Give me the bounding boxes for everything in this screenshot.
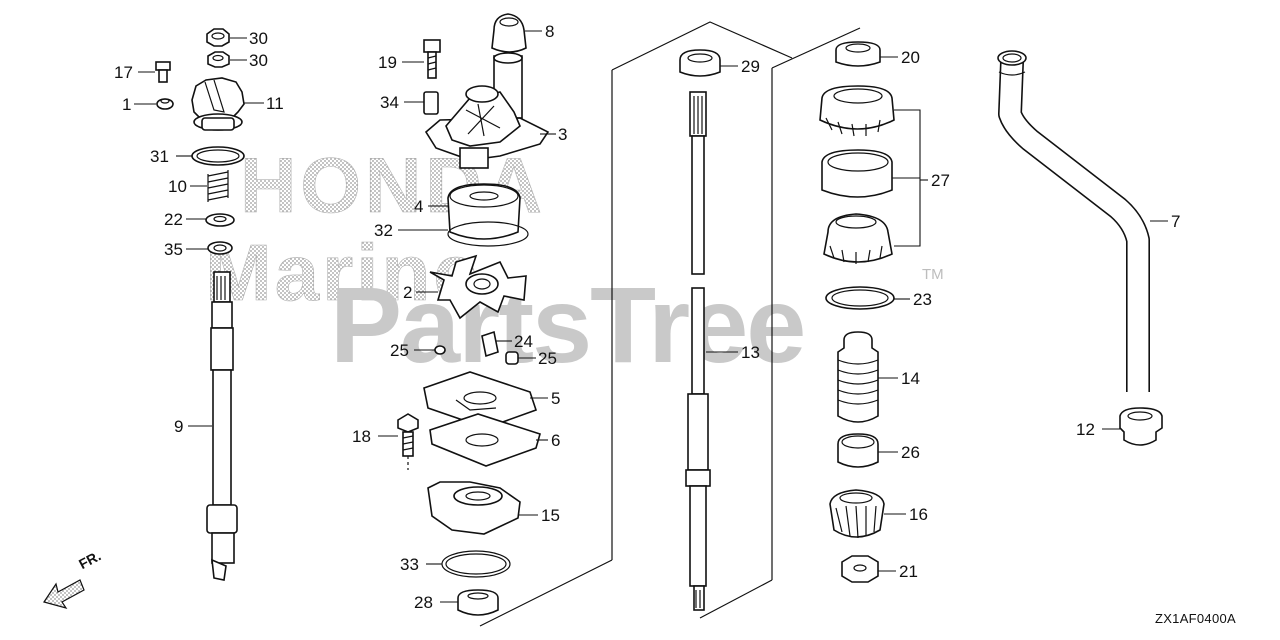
- part-19-bolt[interactable]: [423, 39, 441, 79]
- part-32-gasket[interactable]: [447, 221, 529, 247]
- callout-8[interactable]: 8: [545, 22, 554, 41]
- part-11-knob[interactable]: [191, 77, 245, 131]
- part-5-plate[interactable]: [423, 371, 538, 429]
- part-28-seal[interactable]: [457, 589, 499, 616]
- part-17-bolt[interactable]: [155, 61, 171, 83]
- part-21-nut[interactable]: [841, 555, 879, 583]
- callout-5[interactable]: 5: [551, 389, 560, 408]
- callout-11[interactable]: 11: [266, 94, 284, 113]
- callout-14[interactable]: 14: [901, 369, 920, 388]
- part-1-washer[interactable]: [156, 98, 174, 110]
- part-10-spring[interactable]: [207, 170, 229, 202]
- callout-12[interactable]: 12: [1076, 420, 1095, 439]
- part-7-tube[interactable]: [997, 50, 1150, 392]
- callout-10[interactable]: 10: [168, 177, 187, 196]
- callout-labels: 30 30 17 1 11 31 10 22 35 9 19 8 34 3 4 …: [114, 22, 1180, 612]
- callout-32[interactable]: 32: [374, 221, 393, 240]
- callout-25-right[interactable]: 25: [538, 349, 557, 368]
- callout-34[interactable]: 34: [380, 93, 399, 112]
- part-34-sleeve[interactable]: [423, 91, 439, 115]
- part-35-clip[interactable]: [207, 241, 233, 255]
- callout-4[interactable]: 4: [414, 197, 423, 216]
- part-15-base[interactable]: [427, 481, 521, 535]
- part-27-bearing-top[interactable]: [819, 85, 895, 137]
- part-30-nut-bottom[interactable]: [207, 51, 230, 68]
- part-30-nut-top[interactable]: [206, 28, 230, 47]
- part-3-pump-housing[interactable]: [424, 85, 550, 169]
- callout-7[interactable]: 7: [1171, 212, 1180, 231]
- watermark-partstree: PartsTree: [330, 264, 804, 385]
- callout-31[interactable]: 31: [150, 147, 169, 166]
- diagram-code: ZX1AF0400A: [1154, 611, 1236, 626]
- callout-19[interactable]: 19: [378, 53, 397, 72]
- part-2-impeller[interactable]: [429, 254, 527, 320]
- callout-30-bottom[interactable]: 30: [249, 51, 268, 70]
- watermark: HONDA Marine PartsTree: [205, 141, 807, 385]
- callout-28[interactable]: 28: [414, 593, 433, 612]
- callout-21[interactable]: 21: [899, 562, 918, 581]
- callout-20[interactable]: 20: [901, 48, 920, 67]
- callout-30-top[interactable]: 30: [249, 29, 268, 48]
- callout-1[interactable]: 1: [122, 95, 131, 114]
- part-24-key[interactable]: [481, 330, 499, 358]
- callout-15[interactable]: 15: [541, 506, 560, 525]
- callout-6[interactable]: 6: [551, 431, 560, 450]
- part-27-race[interactable]: [821, 149, 893, 198]
- callout-23[interactable]: 23: [913, 290, 932, 309]
- part-6-gasket[interactable]: [429, 413, 541, 467]
- front-arrow-icon: [43, 579, 85, 610]
- part-9-shaft[interactable]: [206, 271, 238, 581]
- trademark-mark: TM: [922, 266, 944, 283]
- part-8-grommet[interactable]: [491, 13, 527, 53]
- part-23-ring[interactable]: [825, 286, 895, 310]
- callout-9[interactable]: 9: [174, 417, 183, 436]
- callout-3[interactable]: 3: [558, 125, 567, 144]
- part-29-seal[interactable]: [679, 49, 721, 77]
- part-25-pin-left[interactable]: [434, 345, 446, 355]
- callout-13[interactable]: 13: [741, 343, 760, 362]
- part-12-grommet[interactable]: [1119, 407, 1163, 446]
- part-13-drive-shaft[interactable]: [685, 91, 711, 611]
- right-panel-frame: [699, 27, 861, 619]
- callout-35[interactable]: 35: [164, 240, 183, 259]
- callout-27[interactable]: 27: [931, 171, 950, 190]
- callout-29[interactable]: 29: [741, 57, 760, 76]
- callout-16[interactable]: 16: [909, 505, 928, 524]
- part-26-bushing[interactable]: [837, 433, 879, 468]
- part-25-pin-right[interactable]: [505, 351, 519, 365]
- callout-18[interactable]: 18: [352, 427, 371, 446]
- part-22-washer[interactable]: [205, 213, 235, 227]
- callout-33[interactable]: 33: [400, 555, 419, 574]
- callout-26[interactable]: 26: [901, 443, 920, 462]
- callout-22[interactable]: 22: [164, 210, 183, 229]
- part-27-bearing-bottom[interactable]: [823, 213, 893, 264]
- part-14-bellows[interactable]: [837, 331, 879, 423]
- part-27-bracket: [892, 109, 921, 247]
- callout-24[interactable]: 24: [514, 332, 533, 351]
- callout-25-left[interactable]: 25: [390, 341, 409, 360]
- center-panel-frame: [479, 21, 793, 627]
- part-16-gear[interactable]: [829, 489, 885, 539]
- callout-2[interactable]: 2: [403, 283, 412, 302]
- part-18-bolt[interactable]: [397, 413, 419, 470]
- leader-lines: [134, 30, 1168, 603]
- part-4-cup[interactable]: [447, 183, 521, 240]
- callout-17[interactable]: 17: [114, 63, 133, 82]
- part-31-ring[interactable]: [191, 146, 245, 166]
- part-33-oring[interactable]: [441, 550, 511, 578]
- part-20-nut[interactable]: [835, 41, 881, 67]
